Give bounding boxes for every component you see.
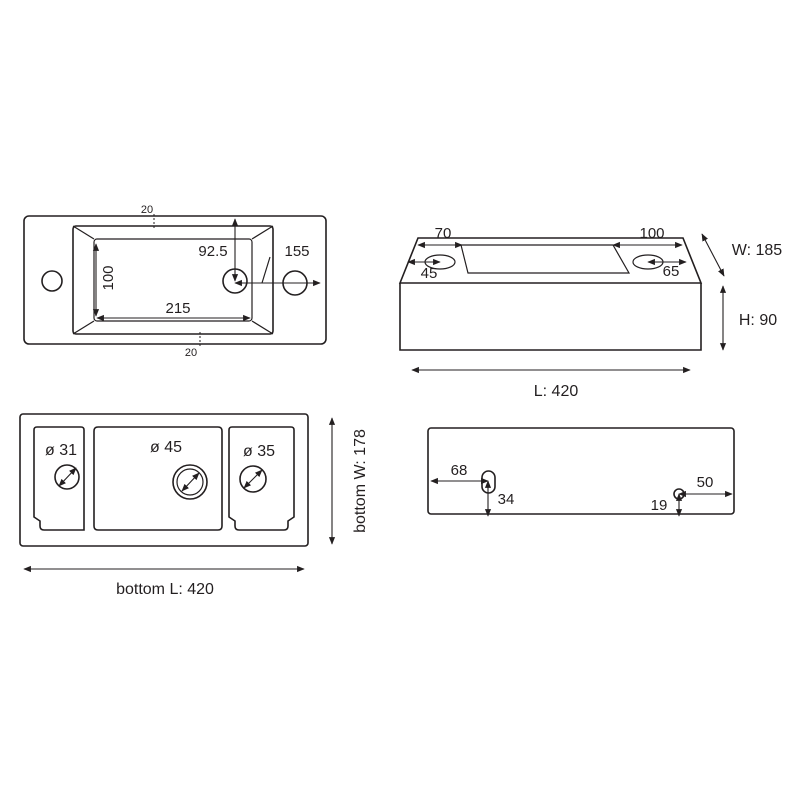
back-34-label: 34 bbox=[498, 491, 515, 508]
back-68-label: 68 bbox=[451, 462, 468, 479]
iso-100-label: 100 bbox=[639, 225, 664, 242]
basin-corner-line bbox=[72, 225, 95, 240]
bottom-hole-35-label: ø 35 bbox=[243, 443, 275, 460]
gap-top-label: 20 bbox=[141, 204, 153, 216]
bottom-right-compartment bbox=[228, 426, 295, 531]
iso-length-label: L: 420 bbox=[534, 383, 579, 400]
bottom-hole-45 bbox=[172, 464, 208, 500]
bottom-view: ø 31 ø 45 ø 35 bottom W: 178 bottom L: 4… bbox=[19, 413, 369, 598]
bottom-hole-31-label: ø 31 bbox=[45, 442, 77, 459]
bottom-view-outline bbox=[19, 413, 309, 547]
back-view-outline bbox=[427, 427, 735, 515]
bottom-hole-31-dim bbox=[58, 467, 77, 487]
bottom-hole-35-dim bbox=[243, 469, 263, 489]
tap-offset-leader bbox=[261, 256, 271, 284]
iso-width-label: W: 185 bbox=[732, 242, 783, 259]
iso-top-face bbox=[398, 237, 703, 284]
drain-offset-label: 92.5 bbox=[198, 243, 227, 260]
iso-front-face bbox=[399, 283, 702, 351]
back-view: 68 34 50 19 bbox=[427, 427, 735, 517]
basin-corner-line bbox=[251, 225, 274, 240]
basin-corner-line bbox=[251, 320, 274, 335]
bottom-hole-45-dim bbox=[181, 472, 200, 492]
top-view: 20 20 100 215 92.5 155 bbox=[23, 204, 327, 359]
tap-offset-label: 155 bbox=[284, 243, 309, 260]
width-label: 215 bbox=[165, 300, 190, 317]
bottom-hole-35 bbox=[239, 465, 267, 493]
back-19-label: 19 bbox=[651, 497, 668, 514]
iso-width-dim-line bbox=[701, 233, 725, 277]
basin-corner-line bbox=[72, 320, 95, 335]
iso-view: 70 100 45 65 W: 185 H: 90 L: 420 bbox=[398, 225, 783, 400]
bottom-hole-45-inner bbox=[176, 468, 204, 496]
bottom-hole-45-label: ø 45 bbox=[150, 439, 182, 456]
top-view-outline bbox=[23, 215, 327, 345]
iso-45-label: 45 bbox=[421, 265, 438, 282]
iso-height-label: H: 90 bbox=[739, 312, 777, 329]
bottom-hole-31 bbox=[54, 464, 80, 490]
bottom-left-compartment bbox=[33, 426, 85, 531]
iso-basin-opening bbox=[460, 244, 631, 274]
overflow-hole bbox=[41, 270, 63, 292]
bottom-middle-compartment bbox=[93, 426, 223, 531]
gap-bottom-label: 20 bbox=[185, 347, 197, 359]
bottom-length-label: bottom L: 420 bbox=[116, 581, 214, 598]
height-label: 100 bbox=[100, 265, 117, 290]
bottom-width-label: bottom W: 178 bbox=[352, 429, 369, 533]
iso-65-label: 65 bbox=[663, 263, 680, 280]
iso-70-label: 70 bbox=[435, 225, 452, 242]
back-50-label: 50 bbox=[697, 474, 714, 491]
